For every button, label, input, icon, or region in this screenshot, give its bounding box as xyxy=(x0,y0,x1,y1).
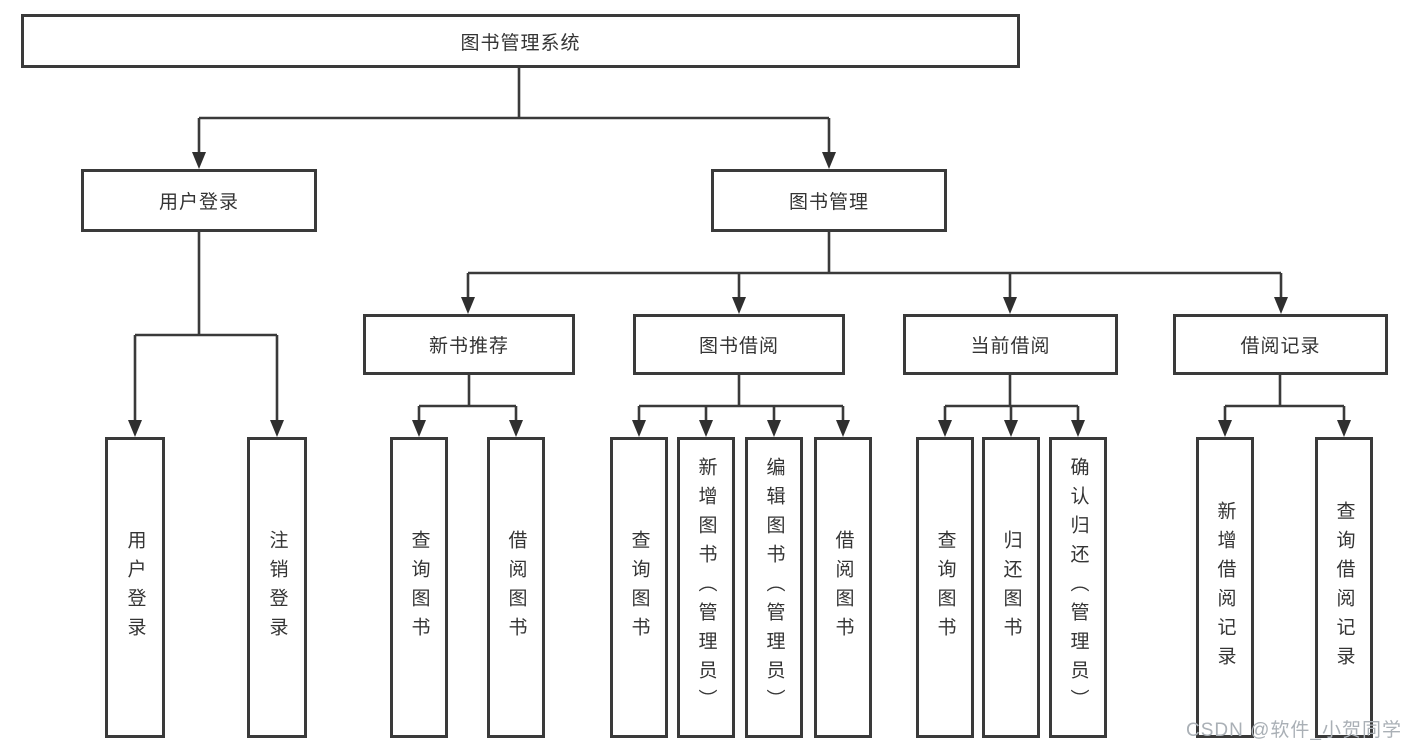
leaf-borrow-borrow-books-label: 借阅图书 xyxy=(832,529,854,646)
leaf-current-confirm-return-admin: 确认归还（管理员） xyxy=(1049,437,1107,738)
node-current-borrowing-label: 当前借阅 xyxy=(970,336,1051,357)
node-book-borrowing: 图书借阅 xyxy=(633,314,845,375)
node-user-login: 用户登录 xyxy=(81,169,317,232)
leaf-records-query-record-label: 查询借阅记录 xyxy=(1333,500,1355,675)
node-user-login-label: 用户登录 xyxy=(158,192,239,213)
leaf-records-add-record: 新增借阅记录 xyxy=(1196,437,1254,738)
leaf-newbook-borrow-books-label: 借阅图书 xyxy=(505,529,527,646)
node-book-management: 图书管理 xyxy=(711,169,947,232)
leaf-logout-label: 注销登录 xyxy=(266,529,288,646)
leaf-borrow-query-books: 查询图书 xyxy=(610,437,668,738)
leaf-borrow-borrow-books: 借阅图书 xyxy=(814,437,872,738)
leaf-current-return-books: 归还图书 xyxy=(982,437,1040,738)
node-new-book-recommendation-label: 新书推荐 xyxy=(428,336,509,357)
leaf-current-query-books-label: 查询图书 xyxy=(934,529,956,646)
leaf-borrow-edit-books-admin-label: 编辑图书（管理员） xyxy=(763,457,785,718)
leaf-records-query-record: 查询借阅记录 xyxy=(1315,437,1373,738)
leaf-newbook-query-books-label: 查询图书 xyxy=(408,529,430,646)
watermark: CSDN @软件_小贺同学 xyxy=(1186,720,1402,741)
node-root: 图书管理系统 xyxy=(21,14,1020,68)
leaf-borrow-add-books-admin: 新增图书（管理员） xyxy=(677,437,735,738)
node-current-borrowing: 当前借阅 xyxy=(903,314,1118,375)
node-book-management-label: 图书管理 xyxy=(788,192,869,213)
leaf-logout: 注销登录 xyxy=(247,437,307,738)
leaf-records-add-record-label: 新增借阅记录 xyxy=(1214,500,1236,675)
node-root-label: 图书管理系统 xyxy=(460,32,581,54)
node-book-borrowing-label: 图书借阅 xyxy=(698,336,779,357)
leaf-user-login: 用户登录 xyxy=(105,437,165,738)
leaf-current-return-books-label: 归还图书 xyxy=(1000,529,1022,646)
node-borrowing-records-label: 借阅记录 xyxy=(1240,336,1321,357)
leaf-current-query-books: 查询图书 xyxy=(916,437,974,738)
node-borrowing-records: 借阅记录 xyxy=(1173,314,1388,375)
leaf-borrow-query-books-label: 查询图书 xyxy=(628,529,650,646)
leaf-user-login-label: 用户登录 xyxy=(124,529,146,646)
arrowheads xyxy=(128,152,1351,437)
node-new-book-recommendation: 新书推荐 xyxy=(363,314,575,375)
leaf-newbook-query-books: 查询图书 xyxy=(390,437,448,738)
leaf-newbook-borrow-books: 借阅图书 xyxy=(487,437,545,738)
leaf-borrow-add-books-admin-label: 新增图书（管理员） xyxy=(695,457,717,718)
leaf-borrow-edit-books-admin: 编辑图书（管理员） xyxy=(745,437,803,738)
leaf-current-confirm-return-admin-label: 确认归还（管理员） xyxy=(1067,457,1089,718)
